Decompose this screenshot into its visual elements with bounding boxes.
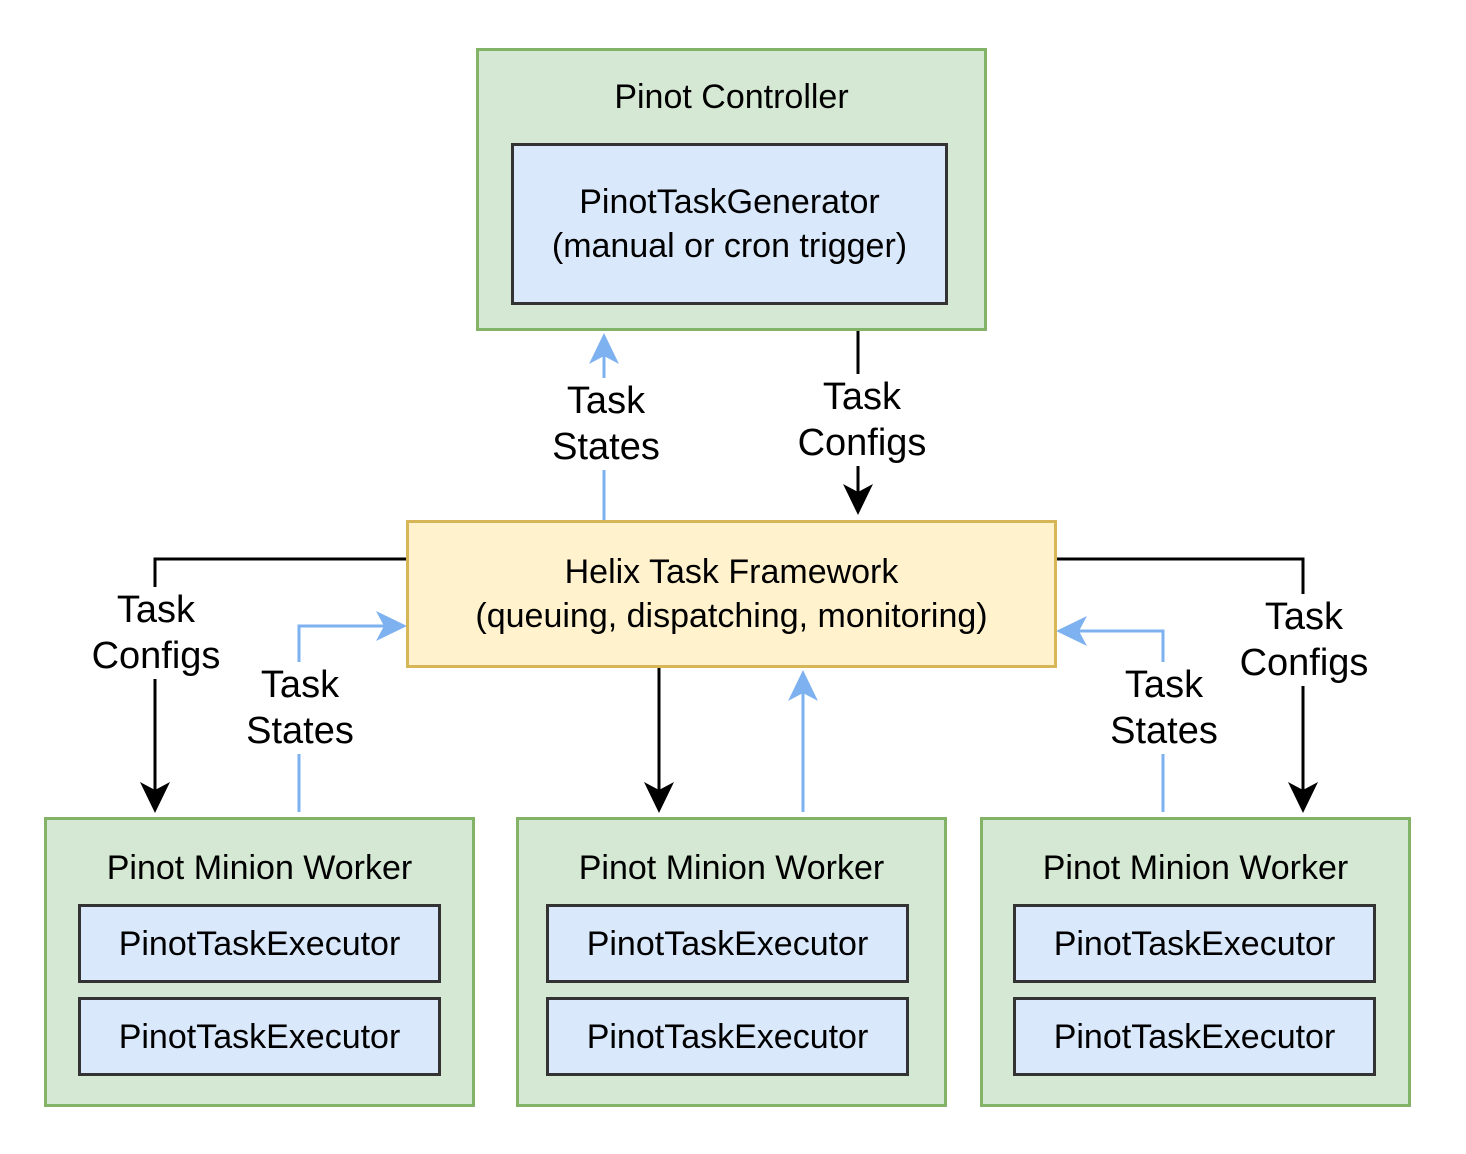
task-executor-label: PinotTaskExecutor [118, 924, 401, 963]
right-states-arrowhead [1056, 616, 1087, 646]
minion-worker-right: Pinot Minion Worker PinotTaskExecutor Pi… [980, 817, 1411, 1107]
right-configs-edge [1056, 557, 1305, 795]
left-configs-arrowhead [140, 782, 170, 813]
task-generator-name: PinotTaskGenerator [579, 183, 880, 221]
right-configs-arrowhead [1288, 782, 1318, 813]
task-executor-box: PinotTaskExecutor [78, 904, 441, 983]
helix-subtitle: (queuing, dispatching, monitoring) [475, 597, 988, 635]
pinot-controller-title: Pinot Controller [614, 78, 849, 116]
minion-worker-title: Pinot Minion Worker [1042, 849, 1349, 887]
right-states-label: Task States [1110, 662, 1218, 754]
left-states-label: Task States [246, 662, 354, 754]
task-executor-label: PinotTaskExecutor [586, 924, 869, 963]
task-executor-label: PinotTaskExecutor [1053, 1017, 1336, 1056]
left-configs-edge [153, 557, 406, 795]
controller-configs-label: Task Configs [797, 374, 927, 466]
pinot-controller-box: Pinot Controller PinotTaskGenerator (man… [476, 48, 987, 331]
helix-task-framework-box: Helix Task Framework (queuing, dispatchi… [406, 520, 1057, 668]
middle-states-arrowhead [788, 670, 818, 701]
right-configs-label: Task Configs [1239, 594, 1369, 686]
controller-states-label: Task States [552, 378, 660, 470]
task-executor-box: PinotTaskExecutor [1013, 997, 1376, 1076]
controller-configs-arrowhead [843, 484, 873, 515]
task-generator-trigger: (manual or cron trigger) [551, 227, 908, 265]
task-executor-box: PinotTaskExecutor [78, 997, 441, 1076]
helix-title: Helix Task Framework [564, 553, 899, 591]
task-executor-box: PinotTaskExecutor [546, 997, 909, 1076]
task-executor-label: PinotTaskExecutor [118, 1017, 401, 1056]
minion-worker-middle: Pinot Minion Worker PinotTaskExecutor Pi… [516, 817, 947, 1107]
minion-worker-title: Pinot Minion Worker [106, 849, 413, 887]
left-states-arrowhead [376, 611, 407, 641]
task-generator-box: PinotTaskGenerator (manual or cron trigg… [511, 143, 948, 305]
controller-states-arrowhead [589, 333, 619, 364]
task-executor-label: PinotTaskExecutor [1053, 924, 1336, 963]
task-executor-label: PinotTaskExecutor [586, 1017, 869, 1056]
task-executor-box: PinotTaskExecutor [546, 904, 909, 983]
minion-worker-left: Pinot Minion Worker PinotTaskExecutor Pi… [44, 817, 475, 1107]
task-executor-box: PinotTaskExecutor [1013, 904, 1376, 983]
left-configs-label: Task Configs [91, 587, 221, 679]
minion-worker-title: Pinot Minion Worker [578, 849, 885, 887]
middle-configs-arrowhead [644, 782, 674, 813]
